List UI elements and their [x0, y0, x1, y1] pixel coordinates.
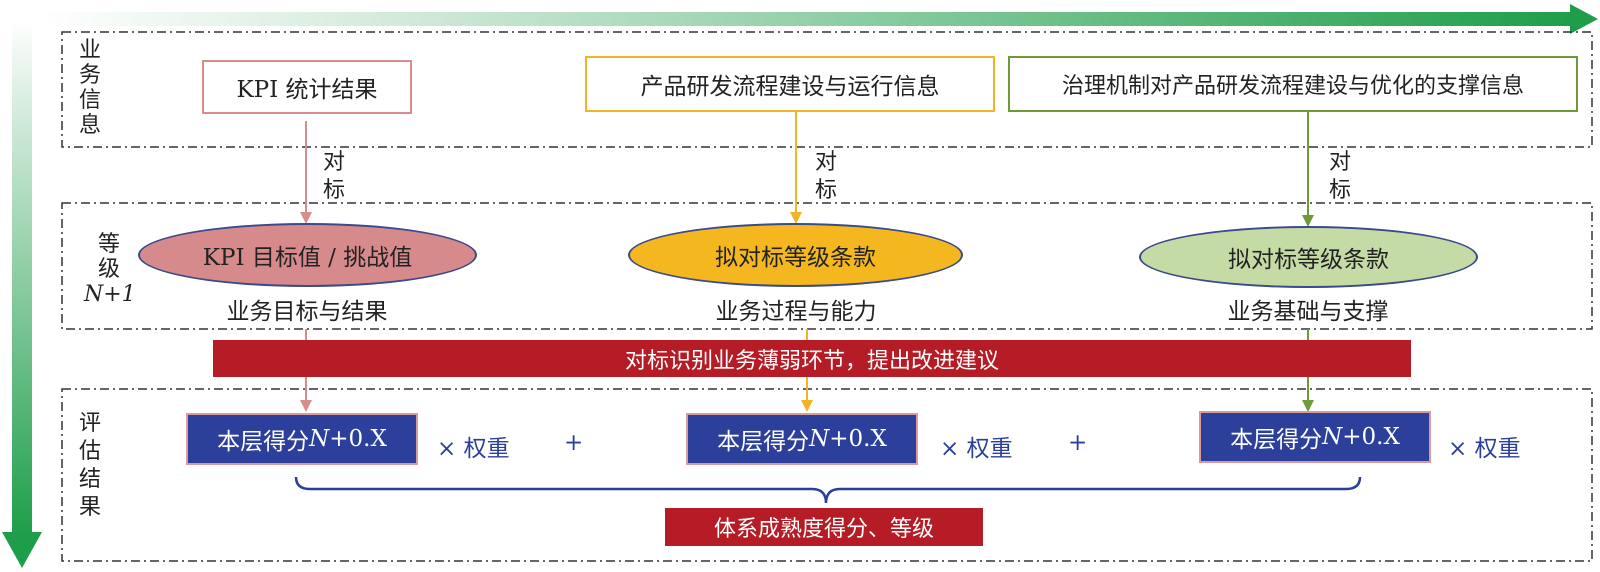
grade-frame — [61, 202, 1593, 330]
left-gradient-arrow-shaft — [12, 20, 32, 536]
weight-label-2: × 权重 — [940, 436, 1013, 462]
business-info-frame — [61, 31, 1593, 148]
process-info-box: 产品研发流程建设与运行信息 — [585, 56, 995, 112]
weight-label-3: × 权重 — [1448, 436, 1521, 462]
benchmark-label-2: 对 标 — [814, 150, 837, 203]
arrow-kpi-benchmark — [300, 121, 312, 224]
eval-frame — [61, 388, 1593, 562]
plus-sign-1: + — [564, 430, 584, 456]
benchmark-label-3: 对 标 — [1328, 150, 1351, 203]
process-caption: 业务过程与能力 — [715, 299, 877, 325]
kpi-stats-box: KPI 统计结果 — [202, 60, 412, 114]
foundation-clause-ellipse: 拟对标等级条款 — [1139, 226, 1478, 288]
arrow-process-benchmark — [790, 112, 802, 224]
score-box-2: 本层得分 N+0.X — [686, 413, 918, 465]
score-box-3: 本层得分 N+0.X — [1199, 411, 1431, 463]
kpi-target-ellipse: KPI 目标值 / 挑战值 — [138, 223, 477, 287]
grade-label: 等 级 N+1 — [84, 232, 136, 307]
process-clause-ellipse: 拟对标等级条款 — [628, 223, 963, 287]
top-gradient-arrowhead — [1570, 4, 1598, 34]
maturity-result-bar: 体系成熟度得分、等级 — [665, 508, 983, 546]
identify-weakness-bar: 对标识别业务薄弱环节，提出改进建议 — [213, 340, 1411, 377]
eval-result-label: 评 估 结 果 — [78, 411, 101, 520]
benchmark-label-1: 对 标 — [322, 150, 345, 203]
business-info-label: 业 务 信 息 — [78, 38, 101, 138]
arrow-governance-benchmark — [1302, 112, 1314, 227]
top-gradient-arrow-shaft — [38, 12, 1573, 26]
kpi-caption: 业务目标与结果 — [226, 299, 388, 325]
foundation-caption: 业务基础与支撑 — [1227, 299, 1389, 325]
left-gradient-arrowhead — [2, 532, 42, 568]
sum-brace — [294, 476, 1362, 504]
governance-info-box: 治理机制对产品研发流程建设与优化的支撑信息 — [1008, 56, 1578, 112]
weight-label-1: × 权重 — [437, 436, 510, 462]
score-box-1: 本层得分 N+0.X — [186, 413, 418, 465]
plus-sign-2: + — [1068, 430, 1088, 456]
